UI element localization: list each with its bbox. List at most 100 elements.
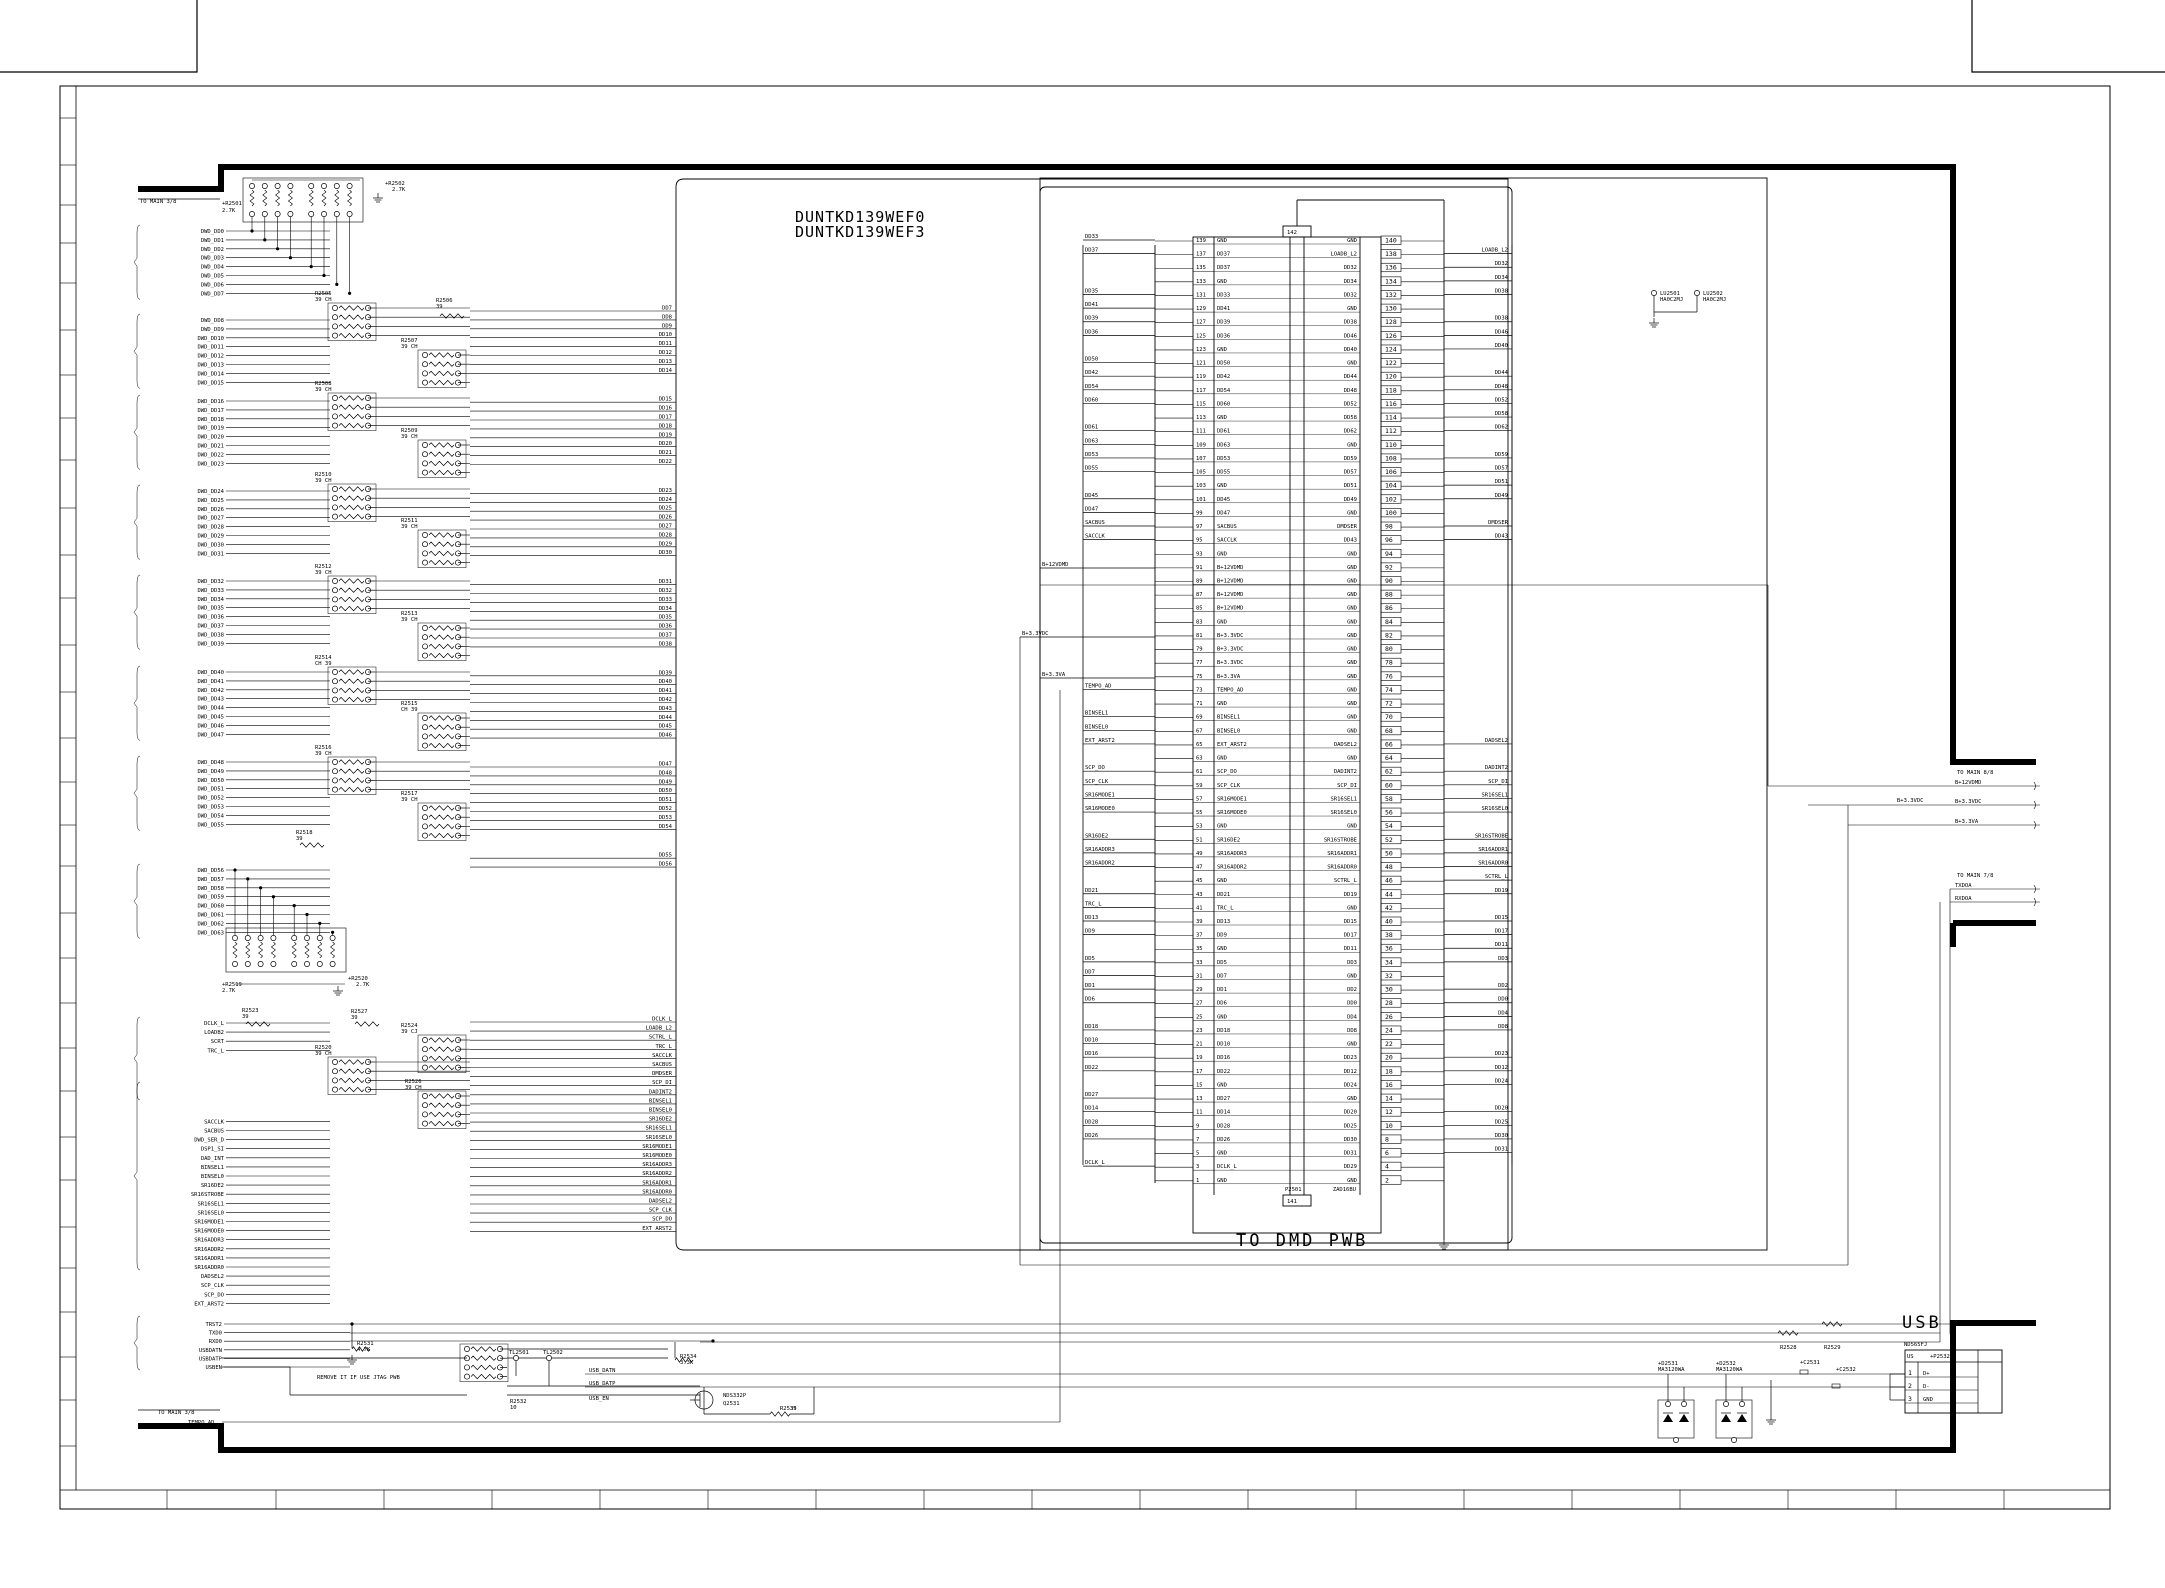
connector-pin-signal: SACCLK [1217, 538, 1238, 544]
left-connector-label: DD9 [1085, 929, 1095, 935]
connector-pin-signal: DMDSER [1337, 524, 1358, 530]
usb-pin-name: D+ [1923, 1371, 1930, 1377]
pin-circle [332, 422, 338, 429]
connector-pin-number: 56 [1385, 809, 1393, 817]
connector-pin-signal: GND [1347, 660, 1357, 666]
connector-pin-box [1380, 249, 1402, 259]
connector-pin-box [1380, 821, 1402, 831]
array-outline [417, 622, 467, 661]
connector-pin-number: 140 [1385, 237, 1397, 245]
right-connector-label: DD11 [1495, 942, 1508, 948]
dwd-input-label: DWD_DD53 [198, 805, 225, 811]
connector-end-icon [2033, 820, 2036, 830]
bus-output-label: DD36 [659, 624, 672, 630]
connector-pin-number: 122 [1385, 359, 1397, 367]
resistor-symbol [428, 532, 455, 538]
resistor-symbol [428, 634, 455, 640]
board-outline [138, 164, 2036, 1453]
connector-pin-number: 38 [1385, 931, 1393, 939]
resistor-symbol [428, 742, 455, 749]
resistor-symbol [428, 1120, 455, 1127]
connector-pin-signal: GND [1217, 824, 1227, 830]
connector-pin-box [1380, 262, 1402, 273]
connector-pin-number: 24 [1385, 1026, 1393, 1034]
connector-pin-number: 82 [1385, 631, 1393, 639]
control-input-label: SR16ADDR1 [194, 1256, 224, 1262]
resistor-symbol [338, 404, 365, 410]
control-input-label: EXT_ARST2 [194, 1301, 224, 1307]
connector-pin-number: 79 [1196, 647, 1203, 653]
connector-pin-signal: GND [1347, 1096, 1357, 1102]
connector-pin-box [1380, 1093, 1402, 1103]
connector-pin-number: 138 [1385, 250, 1397, 258]
rail-output-label: B+3.3VDC [1955, 799, 1982, 805]
pullup-outline [225, 927, 347, 973]
ground-icon [373, 193, 383, 203]
resistor-symbol [338, 587, 365, 593]
connector-pin-signal: DD9 [1217, 933, 1227, 939]
connector-pin-signal: SR16ADDR1 [1327, 851, 1357, 857]
control-input-label: SCP_DO [204, 1292, 224, 1298]
connector-caption: TO DMD PWB [1236, 1231, 1368, 1251]
bus-output-label: DD25 [659, 506, 672, 512]
connector-pin-number: 129 [1196, 306, 1206, 312]
bus-output-label: DD24 [659, 497, 673, 503]
dwd-input-label: DWD_DD55 [198, 822, 225, 828]
connector-pin-number: 43 [1196, 892, 1203, 898]
capacitor-icon [1831, 1383, 1841, 1389]
connector-pin-number: 51 [1196, 837, 1203, 843]
right-connector-label: DD43 [1495, 534, 1508, 540]
connector-pin-number: 91 [1196, 565, 1203, 571]
connector-pin-signal: DD36 [1217, 333, 1230, 339]
connector-pin-number: 9 [1196, 1123, 1199, 1129]
dwd-input-label: DWD_DD41 [198, 679, 225, 685]
left-connector-label: DD55 [1085, 466, 1098, 472]
transistor-part: NDS332P [723, 1393, 747, 1399]
junction-dot [259, 886, 263, 890]
connector-pin-box [1380, 712, 1402, 722]
pin-circle [332, 696, 338, 703]
array-value: 39 CH [401, 524, 418, 530]
diode-package [1715, 1399, 1753, 1439]
connector-pin-number: 25 [1196, 1014, 1203, 1020]
pin-circle [316, 961, 323, 967]
pin-circle [332, 314, 338, 321]
connector-pin-number: 33 [1196, 960, 1203, 966]
connector-pin-box [1380, 467, 1402, 477]
junction-dot [318, 921, 322, 926]
resistor-symbol [338, 786, 365, 793]
resistor-symbol [287, 189, 293, 207]
resistor-symbol [470, 1346, 497, 1352]
dwd-input-label: DWD_DD2 [201, 247, 224, 253]
resistor-symbol [275, 189, 281, 207]
usb-connector-label: US [1907, 1354, 1914, 1360]
resistor-symbol [338, 768, 365, 774]
jtag-note: REMOVE IT IF USE JTAG PWB [317, 1375, 400, 1381]
connector-pin-box [1380, 1148, 1402, 1158]
connector-pin-box [1380, 903, 1402, 913]
right-connector-label: SR16STROBE [1475, 833, 1508, 839]
connector-pin-box [1380, 1080, 1402, 1090]
right-connector-label: DD59 [1495, 452, 1508, 458]
resistor-symbol [428, 451, 455, 457]
connector-pin-signal: GND [1217, 483, 1227, 489]
diode-ref: +D2532 [1716, 1361, 1736, 1367]
connector-pin-box [1380, 1012, 1402, 1022]
junction-dot [271, 895, 275, 899]
connector-part: ZAD16BU [1333, 1187, 1356, 1193]
resistor-symbol [304, 941, 310, 959]
right-connector-label: DD58 [1495, 411, 1508, 417]
connector-pin-signal: TEMPO_AD [1217, 687, 1244, 693]
connector-pin-number: 109 [1196, 442, 1206, 448]
bus-output-label: DD42 [659, 697, 672, 703]
connector-pin-signal: DD5 [1217, 960, 1227, 966]
connector-pin-number: 50 [1385, 849, 1393, 857]
right-connector-label: SR16SEL0 [1482, 806, 1509, 812]
bus-output-label: DD34 [659, 606, 673, 612]
resistor-symbol [338, 332, 365, 339]
resistor-symbol [428, 832, 455, 839]
